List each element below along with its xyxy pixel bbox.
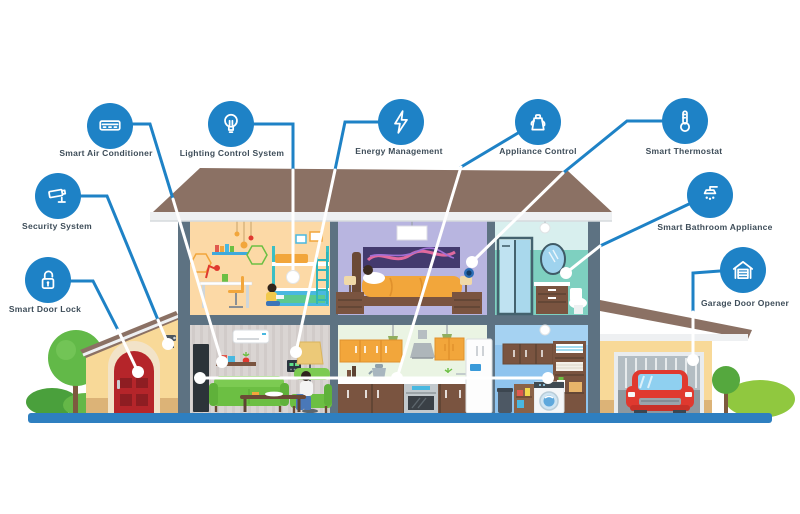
- air-conditioner-label: Smart Air Conditioner: [59, 148, 153, 158]
- connector-security: [79, 194, 174, 350]
- appliance-label: Appliance Control: [499, 146, 577, 156]
- refrigerator: [465, 338, 493, 414]
- master-bedroom: [336, 220, 487, 315]
- lightning-bolt-icon: [394, 110, 408, 134]
- connector-energy: [290, 120, 380, 358]
- connector-air-conditioner: [131, 122, 228, 368]
- living-room: [190, 325, 332, 415]
- smart-thermostat-device: [464, 268, 474, 278]
- kitchen: [338, 325, 493, 415]
- countertop: [338, 377, 472, 384]
- front-entrance-wing: [80, 311, 180, 415]
- vanity-cabinet: [534, 282, 570, 314]
- laundry-side-cabinet: [514, 384, 534, 413]
- bed: [352, 252, 471, 314]
- sleeping-person: [363, 265, 373, 275]
- air-conditioner-icon: [99, 120, 121, 131]
- light-bulb-icon: [224, 113, 238, 133]
- laundry-room: [495, 324, 588, 415]
- child-figure: [266, 283, 284, 306]
- door-lock-label: Smart Door Lock: [8, 304, 82, 314]
- lighting-label: Lighting Control System: [179, 148, 285, 158]
- energy-callout: [378, 99, 424, 145]
- kettle-icon: [530, 114, 546, 131]
- herb-plant: [444, 368, 453, 373]
- connector-garage: [687, 269, 722, 366]
- garage-label: Garage Door Opener: [700, 298, 790, 308]
- security-label: Security System: [22, 221, 92, 231]
- garage-roof: [600, 300, 752, 339]
- kids-bedroom: [190, 220, 330, 315]
- trash-bin: [497, 388, 513, 413]
- cctv-camera-icon: [48, 188, 67, 203]
- shower-stall: [496, 236, 534, 316]
- oven: [404, 384, 438, 413]
- connector-bathroom: [560, 202, 691, 279]
- upper-cabinets: [339, 337, 465, 363]
- bathroom-callout: [687, 172, 733, 218]
- range-hood: [410, 330, 435, 359]
- main-roof: [150, 168, 612, 222]
- thermometer-icon: [680, 110, 690, 132]
- garage-icon: [732, 261, 754, 279]
- washing-machine: [533, 381, 565, 414]
- laundry-upper-cabinets: [502, 343, 554, 365]
- wall-air-conditioner: [232, 329, 270, 344]
- bathroom: [495, 220, 588, 316]
- thermostat-label: Smart Thermostat: [645, 146, 723, 156]
- connector-appliance: [194, 131, 554, 384]
- appliance-callout: [515, 99, 561, 145]
- nightstands: [336, 276, 482, 314]
- door-lock-plate: [117, 380, 120, 389]
- garage-callout: [720, 247, 766, 293]
- connector-thermostat: [466, 119, 664, 268]
- wall-art: [363, 247, 460, 268]
- red-car: [626, 370, 694, 414]
- security-callout: [35, 173, 81, 219]
- door-lock-callout: [25, 257, 71, 303]
- padlock-icon: [41, 270, 55, 289]
- bathroom-label: Smart Bathroom Appliance: [657, 222, 773, 232]
- connector-door-lock: [69, 279, 144, 378]
- lighting-callout: [208, 101, 254, 147]
- energy-label: Energy Management: [355, 146, 443, 156]
- coffee-table: [240, 391, 306, 412]
- connectors: [69, 119, 722, 384]
- right-tree-and-bushes: [712, 366, 795, 418]
- toilet: [569, 288, 587, 314]
- air-conditioner-callout: [87, 103, 133, 149]
- shower-head-icon: [703, 186, 718, 200]
- connector-lighting: [252, 122, 300, 284]
- ground-bar: [28, 413, 772, 423]
- bunk-bed: [272, 246, 329, 306]
- desk-chair: [228, 276, 244, 308]
- thermostat-callout: [662, 98, 708, 144]
